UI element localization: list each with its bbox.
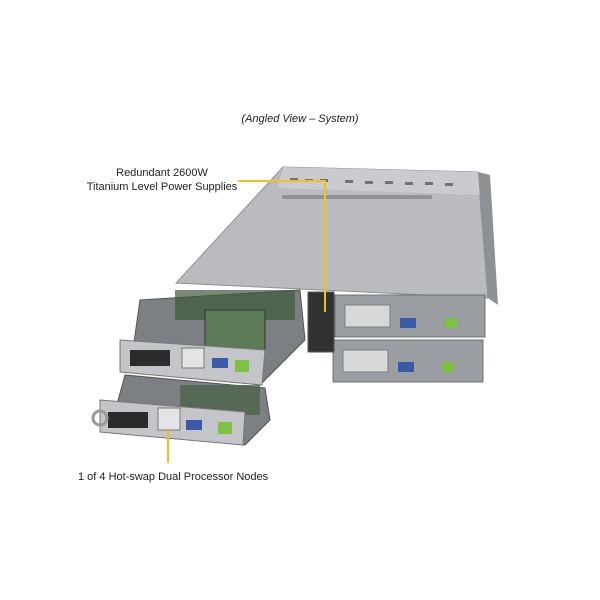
nodes-callout-label: 1 of 4 Hot-swap Dual Processor Nodes <box>78 471 269 483</box>
psu-callout-line1: Redundant 2600W <box>116 167 208 179</box>
psu-callout-line2: Titanium Level Power Supplies <box>86 181 238 193</box>
psu-callout-line <box>238 180 326 312</box>
power-supply <box>307 291 335 353</box>
chassis-right-side <box>478 172 498 305</box>
chassis-rear-strip <box>278 167 480 195</box>
psu-callout-label: Redundant 2600W Titanium Level Power Sup… <box>82 166 242 194</box>
view-title: (Angled View – System) <box>241 113 359 125</box>
